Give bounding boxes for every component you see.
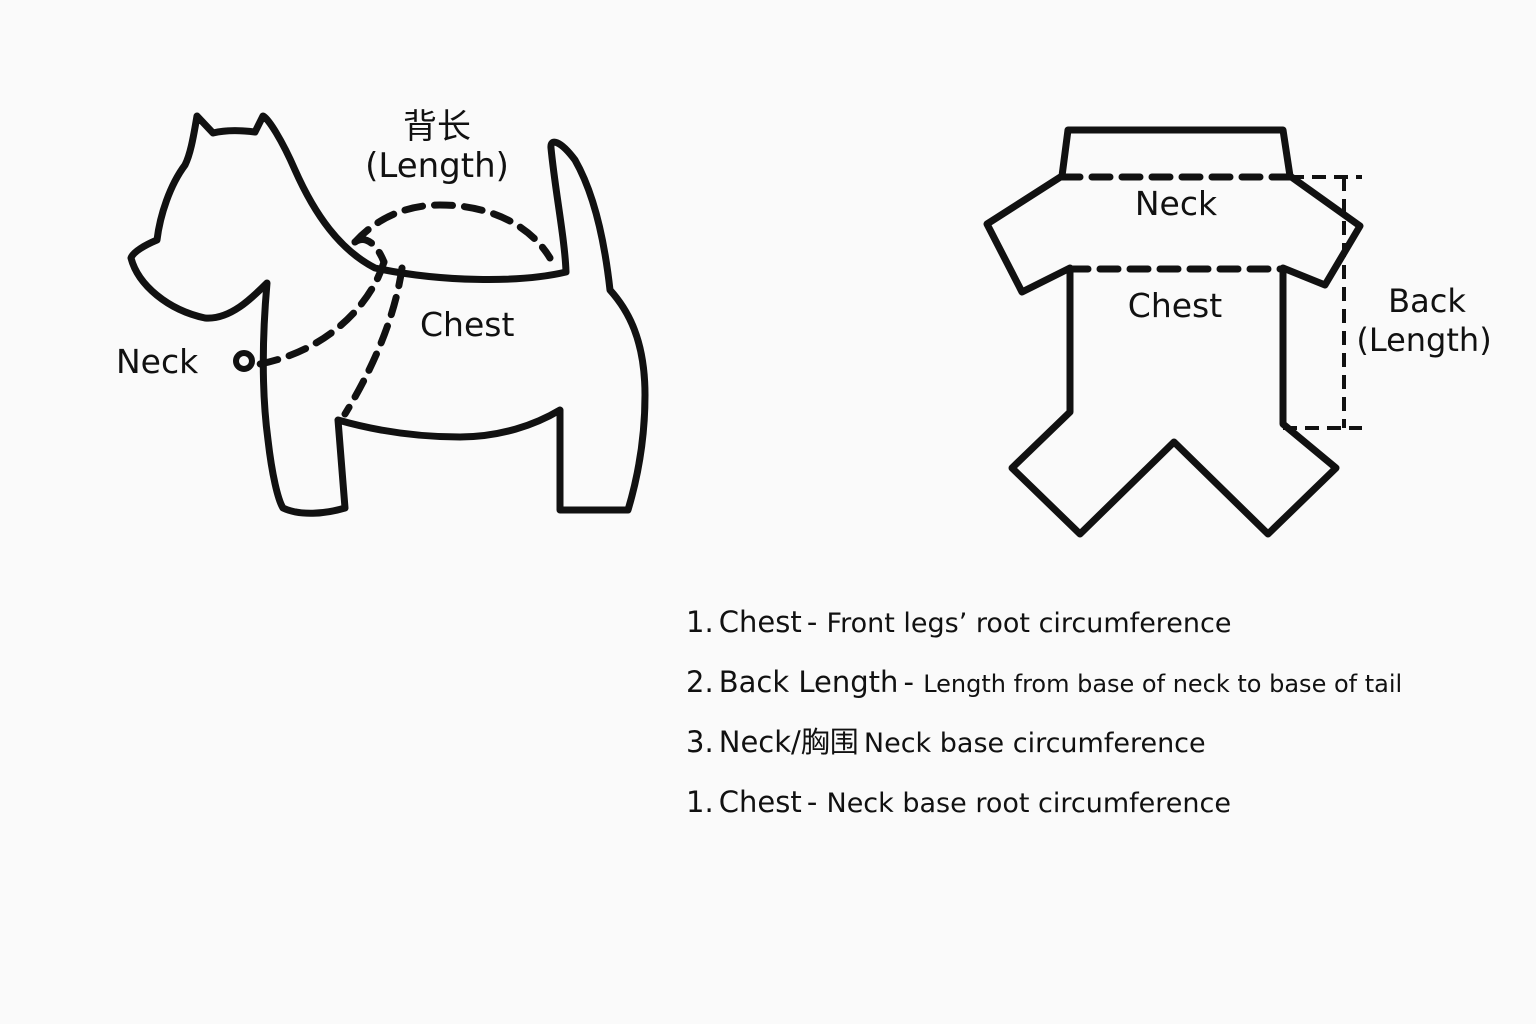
instruction-separator: - [806, 785, 827, 819]
dog-length-arc [351, 201, 554, 262]
instruction-item: 1. Chest - Neck base root circumference [686, 780, 1506, 840]
instruction-description: Neck base root circumference [826, 788, 1231, 819]
instruction-item: 1. Chest - Front legs’ root circumferenc… [686, 600, 1506, 660]
dog-chest-line [341, 264, 406, 418]
instruction-item: 3. Neck/胸围 Neck base circumference [686, 720, 1506, 780]
dog-neck-label: Neck [116, 342, 199, 381]
garment-neck-label: Neck [1135, 184, 1218, 223]
dog-junction-curve [351, 236, 388, 266]
instruction-number: 3. [686, 725, 714, 759]
instruction-number: 1. [686, 605, 714, 639]
instruction-item: 2. Back Length - Length from base of nec… [686, 660, 1506, 720]
instruction-description: Length from base of neck to base of tail [923, 670, 1403, 698]
garment-chest-label: Chest [1128, 286, 1222, 325]
instruction-term: Neck/胸围 [718, 725, 859, 759]
instruction-description: Front legs’ root circumference [826, 608, 1232, 639]
instruction-number: 1. [686, 785, 714, 819]
garment-figure: Neck Chest Back (Length) [983, 126, 1492, 538]
dog-neck-loop [256, 258, 388, 368]
instruction-separator: - [903, 665, 924, 699]
measurement-instructions: 1. Chest - Front legs’ root circumferenc… [686, 600, 1506, 840]
dog-length-en-label: (Length) [365, 146, 509, 186]
dog-figure: 背长 (Length) Chest Neck [116, 107, 649, 517]
garment-silhouette [983, 126, 1364, 538]
instruction-separator: - [806, 605, 827, 639]
instruction-term: Chest [718, 785, 802, 819]
garment-length-label: (Length) [1356, 321, 1491, 359]
dog-neck-point [233, 350, 255, 372]
dog-silhouette [127, 112, 649, 517]
garment-back-label: Back [1388, 282, 1466, 320]
instruction-term: Back Length [718, 665, 899, 699]
instruction-number: 2. [686, 665, 714, 699]
dog-chest-label: Chest [420, 305, 514, 344]
instruction-term: Chest [718, 605, 802, 639]
dog-length-cn-label: 背长 [403, 107, 471, 147]
instruction-description: Neck base circumference [863, 728, 1206, 759]
